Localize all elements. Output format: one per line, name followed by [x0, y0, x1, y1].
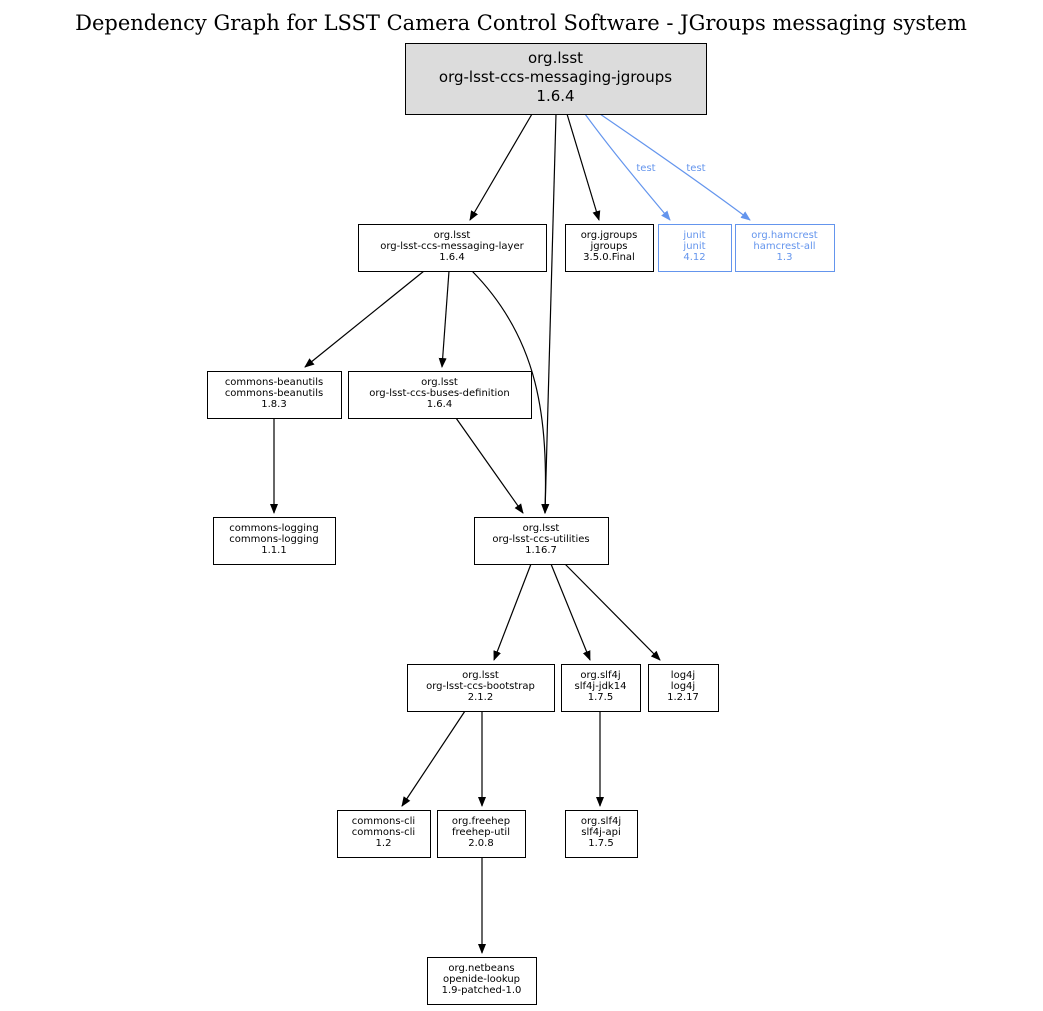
- node-root-line-3: 1.6.4: [536, 87, 574, 105]
- node-box-freehep: [437, 810, 526, 858]
- edge-root-to-layer: [469, 113, 533, 221]
- edge-utilities-to-jdk14: [550, 563, 591, 661]
- node-hamcrest-line-3: 1.3: [777, 252, 793, 263]
- node-junit-line-2: junit: [682, 241, 705, 252]
- node-utilities-line-1: org.lsst: [523, 523, 560, 534]
- edge-root-to-utilities: [541, 113, 557, 514]
- node-bootstrap-line-3: 2.1.2: [468, 692, 493, 703]
- edge-layer-to-beanutils: [304, 270, 425, 368]
- node-box-buses: [348, 371, 532, 419]
- node-jdk14-line-3: 1.7.5: [588, 692, 613, 703]
- node-buses-line-3: 1.6.4: [427, 399, 452, 410]
- node-jdk14-line-1: org.slf4j: [580, 670, 620, 681]
- node-buses: org.lsstorg-lsst-ccs-buses-definition1.6…: [348, 371, 532, 419]
- node-box-slf4japi: [565, 810, 638, 858]
- node-lookup-line-1: org.netbeans: [448, 963, 514, 974]
- node-bootstrap-line-1: org.lsst: [462, 670, 499, 681]
- node-box-log4j: [648, 664, 719, 712]
- node-logging-line-2: commons-logging: [229, 534, 318, 545]
- node-box-utilities: [474, 517, 609, 565]
- node-log4j-line-1: log4j: [671, 670, 695, 681]
- node-beanutils-line-2: commons-beanutils: [225, 388, 323, 399]
- node-log4j-line-2: log4j: [671, 681, 695, 692]
- node-utilities-line-3: 1.16.7: [525, 545, 557, 556]
- node-hamcrest-line-1: org.hamcrest: [751, 230, 818, 241]
- node-box-hamcrest: [735, 224, 835, 272]
- edge-buses-to-utilities: [455, 417, 524, 514]
- node-logging-line-1: commons-logging: [229, 523, 318, 534]
- node-box-lookup: [427, 957, 537, 1005]
- node-junit-line-3: 4.12: [683, 252, 705, 263]
- node-cli-line-2: commons-cli: [352, 827, 415, 838]
- node-cli-line-3: 1.2: [376, 838, 392, 849]
- edge-utilities-to-log4j: [564, 563, 661, 661]
- edge-bootstrap-to-cli: [401, 710, 466, 807]
- nodes-layer: org.lsstorg-lsst-ccs-messaging-jgroups1.…: [207, 43, 835, 1005]
- node-box-layer: [358, 224, 547, 272]
- edge-utilities-to-bootstrap: [493, 563, 532, 661]
- node-root-line-1: org.lsst: [528, 49, 583, 67]
- node-layer: org.lsstorg-lsst-ccs-messaging-layer1.6.…: [358, 224, 547, 272]
- node-lookup: org.netbeansopenide-lookup1.9-patched-1.…: [427, 957, 537, 1005]
- node-box-cli: [337, 810, 431, 858]
- node-buses-line-1: org.lsst: [421, 377, 458, 388]
- node-beanutils-line-1: commons-beanutils: [225, 377, 323, 388]
- node-jgroups-line-2: jgroups: [589, 241, 627, 252]
- node-box-logging: [213, 517, 336, 565]
- node-jdk14-line-2: slf4j-jdk14: [575, 681, 627, 692]
- node-utilities-line-2: org-lsst-ccs-utilities: [492, 534, 589, 545]
- node-jgroups-line-3: 3.5.0.Final: [583, 252, 635, 263]
- edge-label-hamcrest: test: [686, 163, 705, 174]
- edge-root-to-junit: [584, 113, 671, 221]
- node-lookup-line-2: openide-lookup: [443, 974, 520, 985]
- node-root-line-2: org-lsst-ccs-messaging-jgroups: [439, 68, 672, 86]
- node-box-junit: [658, 224, 732, 272]
- node-slf4japi-line-1: org.slf4j: [581, 816, 621, 827]
- node-box-root: [405, 43, 707, 115]
- node-box-beanutils: [207, 371, 342, 419]
- node-layer-line-3: 1.6.4: [439, 252, 464, 263]
- node-box-jdk14: [561, 664, 641, 712]
- node-cli-line-1: commons-cli: [352, 816, 415, 827]
- node-bootstrap-line-2: org-lsst-ccs-bootstrap: [426, 681, 535, 692]
- node-hamcrest-line-2: hamcrest-all: [753, 241, 815, 252]
- edge-layer-to-buses: [438, 270, 450, 368]
- graph-title: Dependency Graph for LSST Camera Control…: [75, 11, 967, 35]
- node-layer-line-2: org-lsst-ccs-messaging-layer: [380, 241, 524, 252]
- node-box-bootstrap: [407, 664, 555, 712]
- node-buses-line-2: org-lsst-ccs-buses-definition: [369, 388, 510, 399]
- edges-layer: test test: [270, 113, 751, 954]
- node-slf4japi-line-2: slf4j-api: [581, 827, 621, 838]
- node-jgroups-line-1: org.jgroups: [581, 230, 638, 241]
- node-freehep-line-2: freehep-util: [452, 827, 510, 838]
- node-box-jgroups: [565, 224, 654, 272]
- node-freehep-line-3: 2.0.8: [468, 838, 493, 849]
- node-freehep-line-1: org.freehep: [452, 816, 510, 827]
- node-logging-line-3: 1.1.1: [261, 545, 286, 556]
- edge-root-to-jgroups: [566, 113, 601, 221]
- node-lookup-line-3: 1.9-patched-1.0: [442, 985, 522, 996]
- node-log4j-line-3: 1.2.17: [667, 692, 699, 703]
- edge-layer-to-utilities: [471, 270, 550, 514]
- edge-label-junit: test: [636, 163, 655, 174]
- node-root: org.lsstorg-lsst-ccs-messaging-jgroups1.…: [405, 43, 707, 115]
- node-beanutils-line-3: 1.8.3: [261, 399, 286, 410]
- node-junit-line-1: junit: [682, 230, 705, 241]
- node-slf4japi-line-3: 1.7.5: [588, 838, 613, 849]
- edge-root-to-hamcrest: [599, 113, 751, 221]
- node-layer-line-1: org.lsst: [434, 230, 471, 241]
